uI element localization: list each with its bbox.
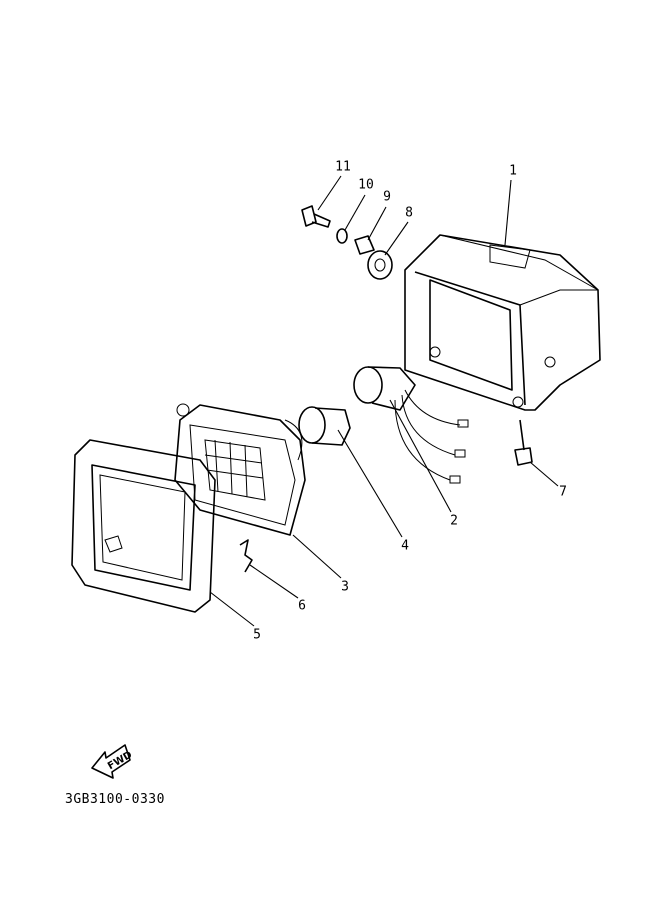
part-label-9: 9: [383, 189, 391, 205]
fwd-arrow-icon: FWD: [91, 744, 134, 779]
svg-text:FWD: FWD: [106, 750, 134, 773]
part-label-1: 1: [509, 163, 517, 179]
leader-lines: [209, 175, 559, 627]
part-label-2: 2: [450, 513, 458, 529]
part-label-7: 7: [559, 484, 567, 500]
bulb-socket: [353, 366, 469, 484]
part-label-4: 4: [401, 538, 409, 554]
collar: [354, 235, 375, 255]
part-label-5: 5: [253, 627, 261, 643]
headlight-rim: [71, 439, 216, 613]
grommet: [367, 250, 393, 280]
part-label-11: 11: [335, 159, 351, 175]
part-label-10: 10: [358, 177, 374, 193]
part-label-3: 3: [341, 579, 349, 595]
spring: [239, 539, 253, 573]
screw: [514, 419, 533, 466]
washer: [336, 228, 348, 244]
bulb: [298, 406, 351, 446]
headlight-lens-unit: [174, 403, 306, 536]
part-label-6: 6: [298, 598, 306, 614]
bolt: [301, 205, 331, 228]
drawing-code: 3GB3100-0330: [65, 792, 165, 807]
part-label-8: 8: [405, 205, 413, 221]
headlight-housing: [404, 234, 601, 411]
